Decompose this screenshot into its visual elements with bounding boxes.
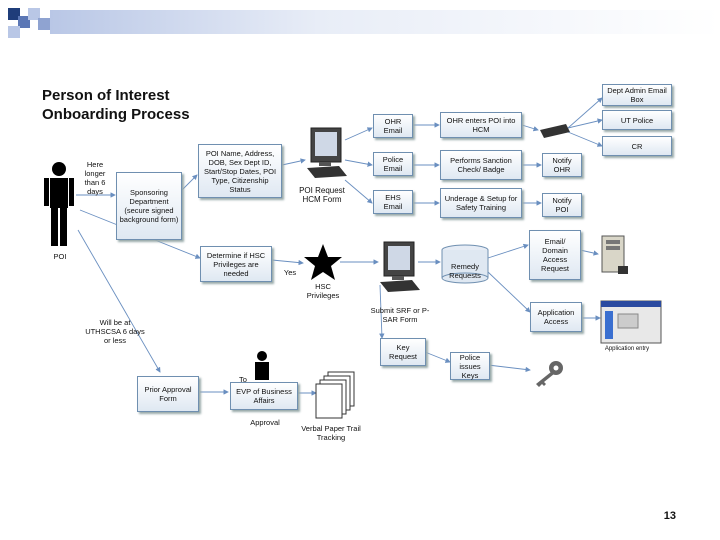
performs-sanction-box: Performs Sanction Check/ Badge (440, 150, 522, 180)
ut-police-box: UT Police (602, 110, 672, 130)
arrow-remedy-to-application (487, 271, 531, 313)
computer-icon (307, 127, 347, 178)
arrow-email-to-server (579, 249, 599, 256)
approval-label: Approval (250, 418, 280, 427)
yes-label: Yes (283, 268, 297, 277)
arrow-to-ut-police (567, 118, 603, 129)
to-label: To (239, 375, 247, 384)
submit-srf-label: Submit SRF or P-SAR Form (370, 306, 430, 324)
arrow-to-ehs-email (344, 179, 373, 204)
police-keys-box: Police issues Keys (450, 352, 490, 380)
arrow-sponsoring-to-poiname (181, 174, 198, 191)
here-longer-label: Here longer than 6 days (84, 160, 106, 196)
ohr-enters-box: OHR enters POI into HCM (440, 112, 522, 138)
page-number: 13 (663, 510, 676, 522)
diagram-title: Person of Interest Onboarding Process (42, 86, 190, 124)
header-square-mid (18, 16, 30, 28)
notify-ohr-box: Notify OHR (542, 153, 582, 177)
arrow-to-key-request (379, 284, 385, 339)
poi-name-box: POI Name, Address, DOB, Sex Dept ID, Sta… (198, 144, 282, 198)
diagram-title-line-1: Person of Interest (42, 87, 170, 104)
arrow-to-cr (567, 131, 603, 147)
application-access-box: Application Access (530, 302, 582, 332)
arrow-to-dept-admin (567, 97, 603, 129)
header-square-light-2 (8, 26, 20, 38)
server-icon (601, 235, 628, 274)
computer-icon-2 (380, 241, 420, 292)
application-window-icon (600, 300, 662, 344)
email-domain-box: Email/ Domain Access Request (529, 230, 581, 280)
key-request-box: Key Request (380, 338, 426, 366)
ohr-email-box: OHR Email (373, 114, 413, 138)
header-square-light (28, 8, 40, 20)
notify-poi-box: Notify POI (542, 193, 582, 217)
header-square-dark (8, 8, 20, 20)
header-gradient-bar (50, 10, 720, 34)
remedy-label: Remedy Requests (449, 262, 481, 280)
application-entry-label: Application entry (604, 346, 650, 352)
prior-approval-box: Prior Approval Form (137, 376, 199, 412)
arrow-key-to-police-keys (424, 351, 451, 363)
executive-person-icon (255, 351, 269, 380)
key-icon (536, 361, 563, 387)
keyboard-icon (540, 124, 570, 138)
arrow-to-ohr-email (344, 127, 373, 141)
arrow-enters-to-keyboard (521, 124, 539, 132)
verbal-paper-label: Verbal Paper Trail Tracking (301, 424, 361, 442)
hsc-privileges-label: HSC Privileges (306, 282, 340, 300)
arrow-poiname-to-computer (281, 158, 306, 166)
poi-request-label: POI Request HCM Form (299, 186, 345, 204)
arrow-police-keys-to-key (487, 364, 531, 373)
arrow-poi-to-prior-approval (77, 229, 161, 373)
star-icon (304, 244, 342, 280)
diagram-title-line-2: Onboarding Process (42, 106, 190, 123)
will-be-at-label: Will be at UTHSCSA 6 days or less (85, 318, 145, 345)
dept-admin-box: Dept Admin Email Box (602, 84, 672, 106)
police-email-box: Police Email (373, 152, 413, 176)
database-icon (441, 244, 489, 284)
poi-label: POI (53, 252, 67, 261)
determine-hsc-box: Determine if HSC Privileges are needed (200, 246, 272, 282)
person-icon (44, 162, 74, 246)
arrow-determine-to-star (271, 259, 304, 266)
header-square-mid-2 (38, 18, 50, 30)
arrow-to-police-email (344, 159, 373, 167)
document-stack-icon (315, 371, 355, 419)
ehs-email-box: EHS Email (373, 190, 413, 214)
underage-box: Underage & Setup for Safety Training (440, 188, 522, 218)
evp-box: EVP of Business Affairs (230, 382, 298, 410)
cr-box: CR (602, 136, 672, 156)
sponsoring-department-box: Sponsoring Department (secure signed bac… (116, 172, 182, 240)
arrow-remedy-to-email (487, 243, 529, 259)
